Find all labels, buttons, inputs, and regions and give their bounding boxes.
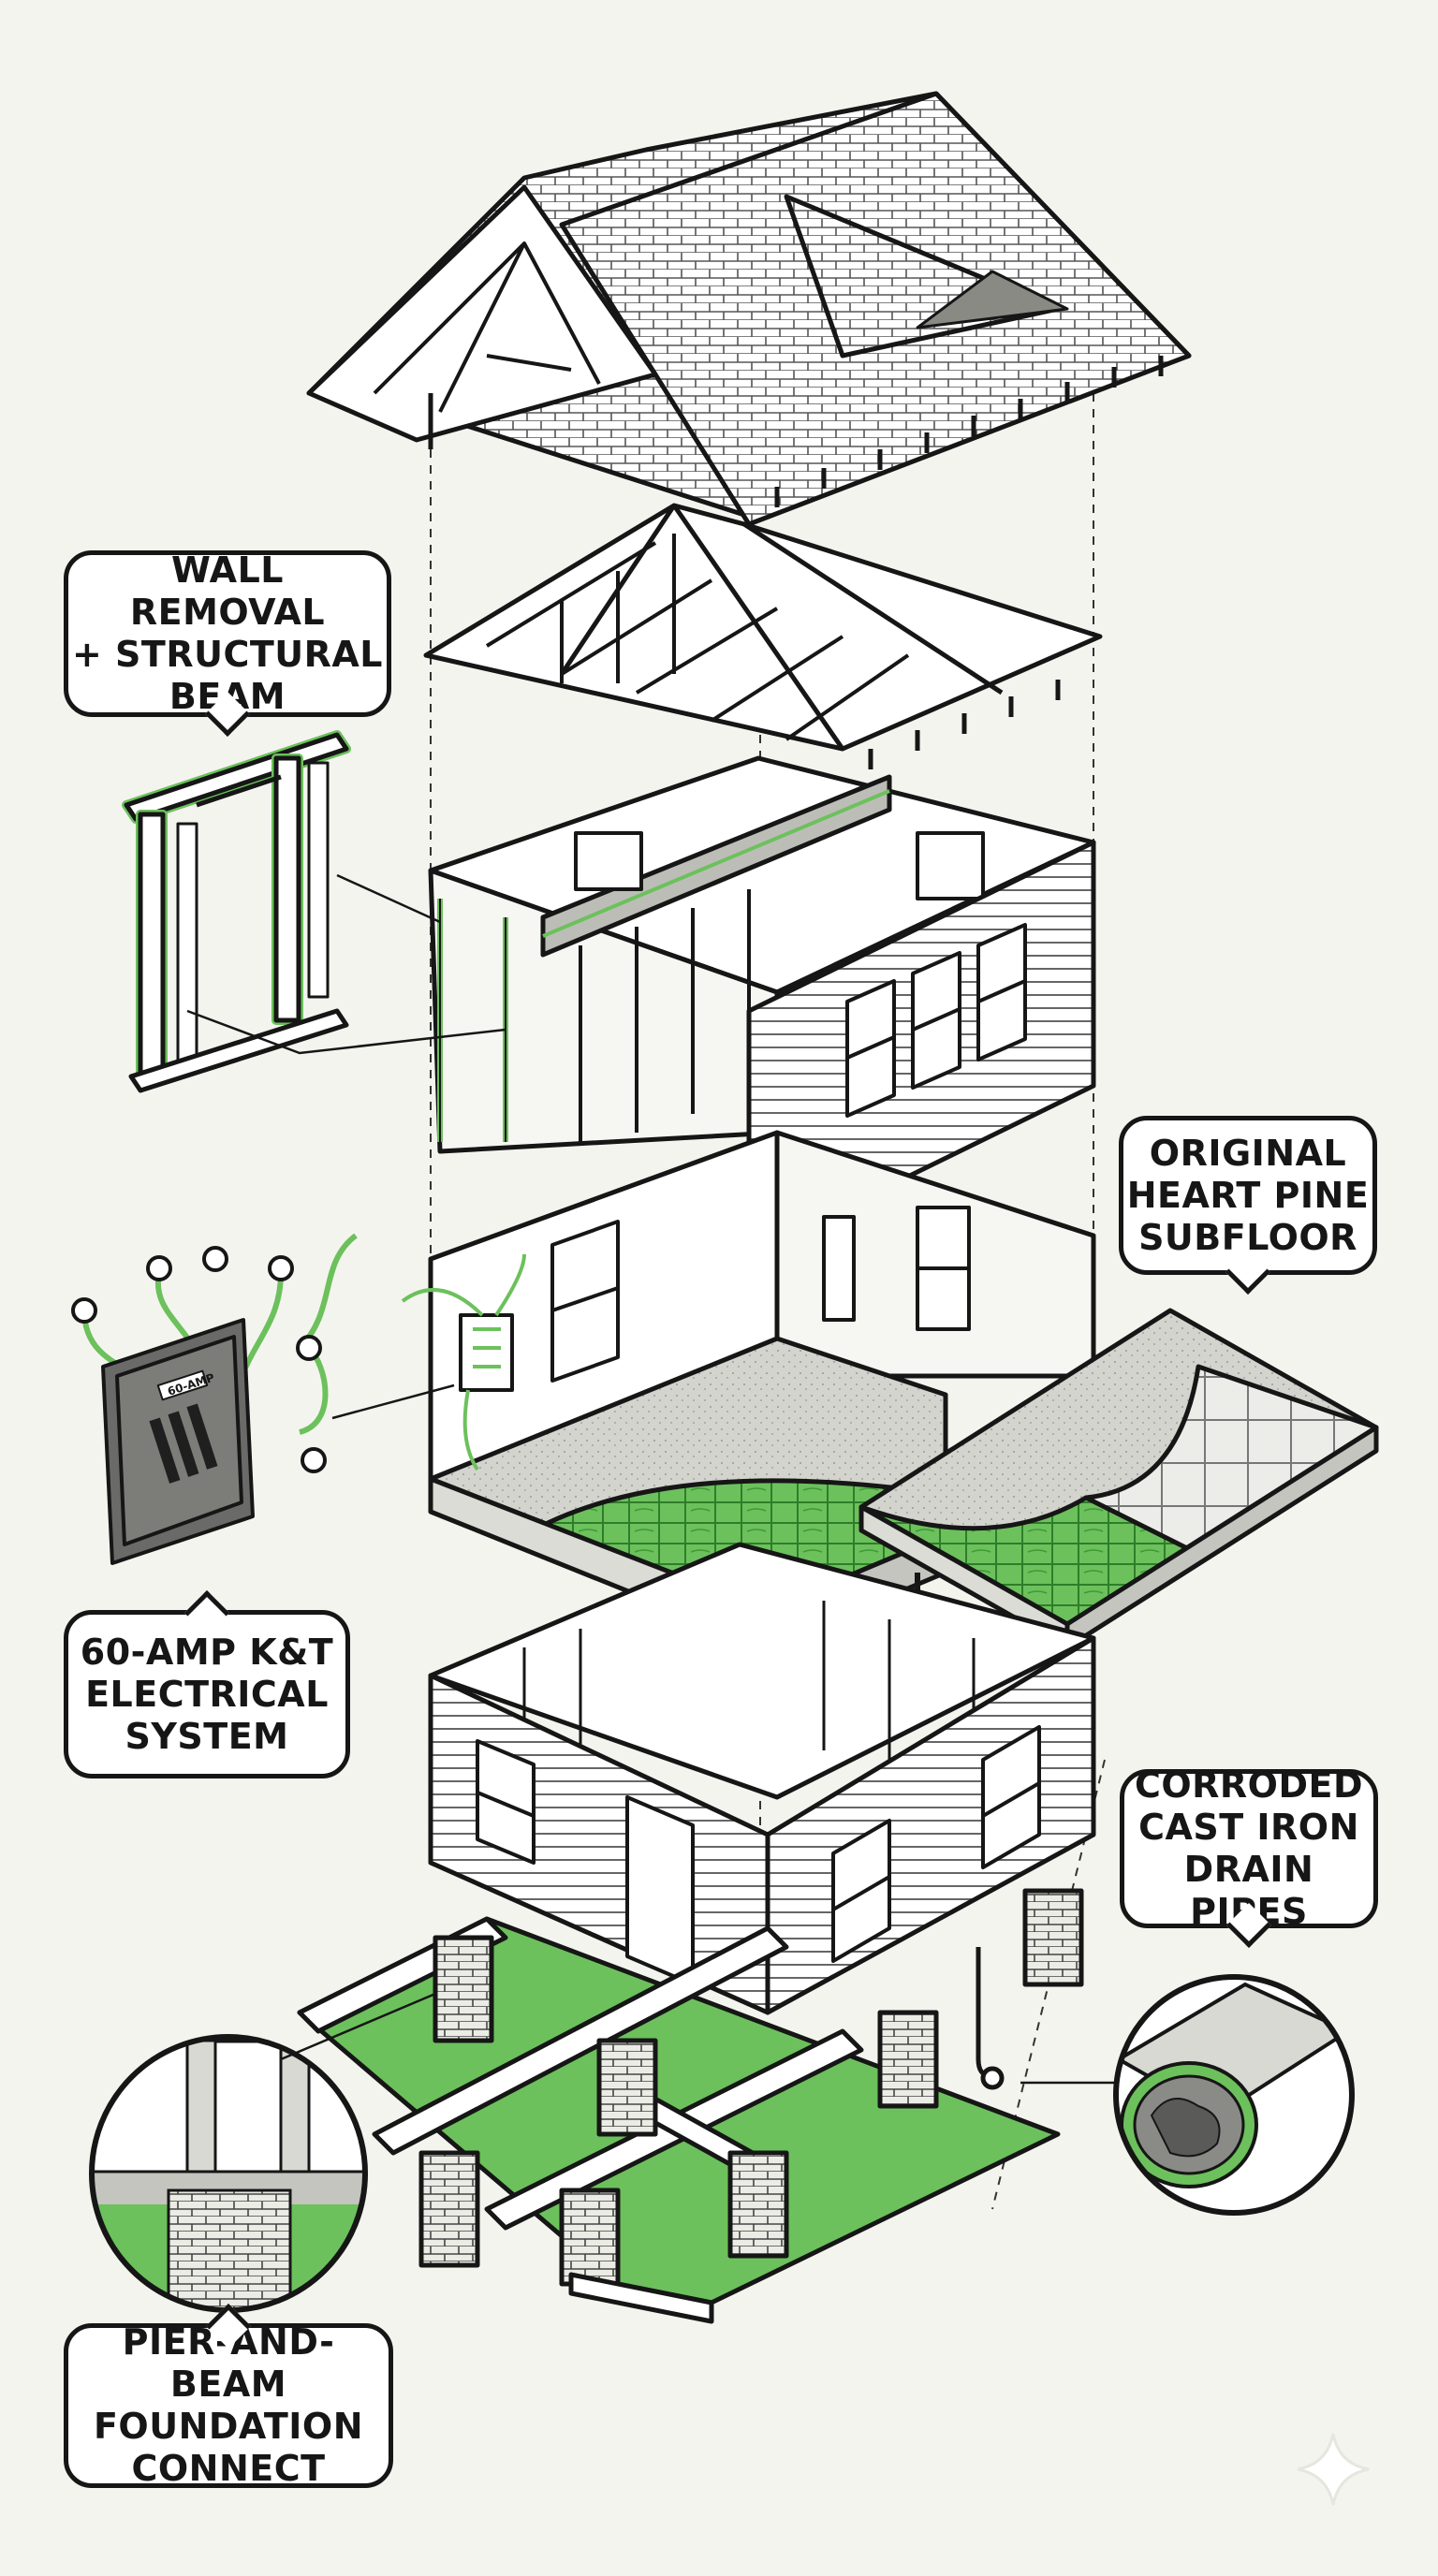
drain-pipe-magnifier: [1113, 1974, 1355, 2216]
callout-heart-pine-text: ORIGINAL HEART PINE SUBFLOOR: [1126, 1132, 1370, 1258]
foundation: [297, 1888, 1084, 2324]
callout-foundation-text: PIER-AND-BEAM FOUNDATION CONNECT: [93, 2321, 364, 2489]
sparkle-icon: [1297, 2433, 1370, 2506]
wall-framing-inset: [122, 730, 351, 1093]
callout-electrical: 60-AMP K&T ELECTRICAL SYSTEM: [64, 1589, 350, 1778]
callout-wall-removal-text: WALL REMOVAL + STRUCTURAL BEAM: [71, 549, 384, 717]
callout-foundation: PIER-AND-BEAM FOUNDATION CONNECT: [64, 2303, 393, 2489]
leader-lines-wall: [186, 873, 506, 1055]
callout-drain-pipes-text: CORRODED CAST IRON DRAIN PIPES: [1134, 1764, 1364, 1932]
callout-heart-pine: ORIGINAL HEART PINE SUBFLOOR: [1119, 1116, 1377, 1295]
callout-wall-removal: WALL REMOVAL + STRUCTURAL BEAM: [64, 549, 391, 738]
attic-truss-layer: [423, 503, 1103, 769]
electrical-panel-inset: 60-AMP: [71, 1233, 455, 1565]
roof-layer: [306, 91, 1192, 527]
ground-floor: [428, 1542, 1114, 2090]
callout-drain-pipes: CORRODED CAST IRON DRAIN PIPES: [1120, 1764, 1378, 1949]
heart-pine-subfloor: [858, 1308, 1379, 1650]
callout-electrical-text: 60-AMP K&T ELECTRICAL SYSTEM: [80, 1631, 334, 1757]
